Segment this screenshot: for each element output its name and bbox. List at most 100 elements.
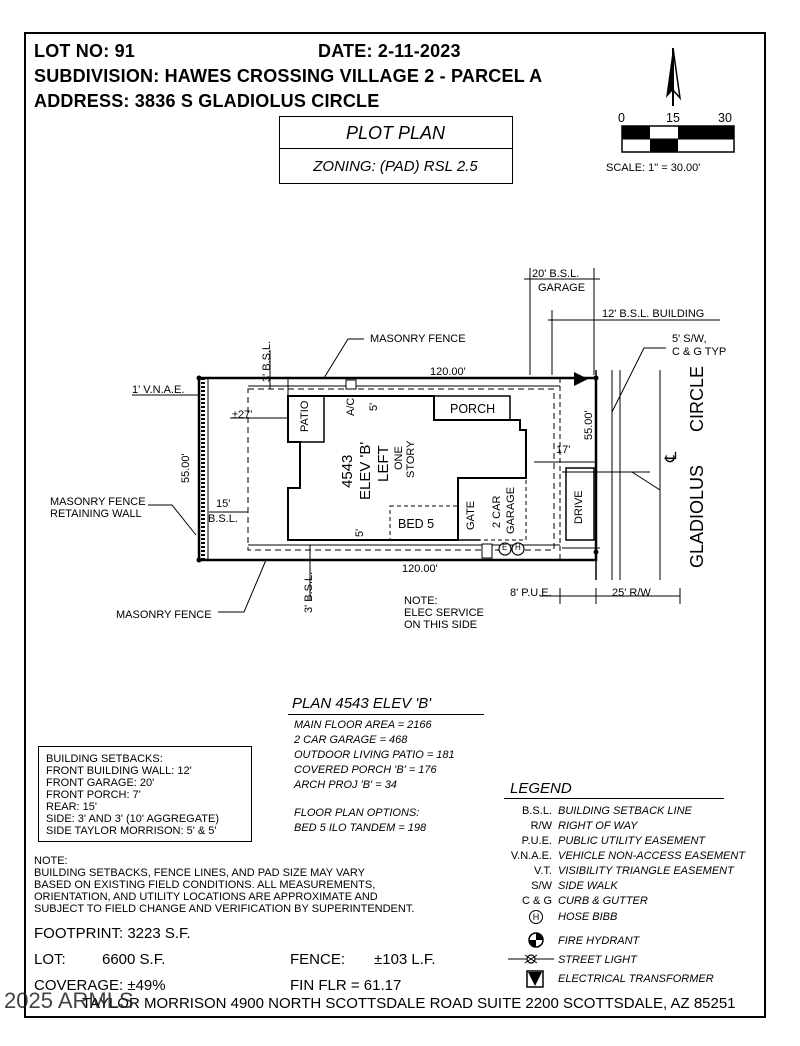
plan-info-line-2: 2 CAR GARAGE = 468 <box>294 734 408 746</box>
legend-desc-5: VISIBILITY TRIANGLE EASEMENT <box>558 865 734 877</box>
hose-bibb-symbol-icon: H <box>515 543 521 552</box>
note-elec-2: ELEC SERVICE <box>404 607 484 619</box>
scale-tick-0: 0 <box>618 111 625 125</box>
setbacks-line-2: FRONT BUILDING WALL: 12' <box>46 765 192 777</box>
left-label: LEFT <box>375 445 392 482</box>
dim-120-top: 120.00' <box>430 366 466 378</box>
setbacks-line-5: REAR: 15' <box>46 801 98 813</box>
dim-55-right: 55.00' <box>583 410 595 440</box>
legend-underline <box>504 798 724 799</box>
centerline-icon: ℄ <box>663 451 680 462</box>
floor-option-1: BED 5 ILO TANDEM = 198 <box>294 822 427 834</box>
rw25-label: 25' R/W <box>612 587 651 599</box>
bsl-3-top: 3' B.S.L. <box>261 340 273 382</box>
two-car-label: 2 CAR <box>491 495 503 528</box>
masonry-fence-bottom: MASONRY FENCE <box>116 609 212 621</box>
electrical-transformer-icon <box>526 970 544 988</box>
pue-label: 8' P.U.E. <box>510 587 552 599</box>
setbacks-box <box>38 746 252 842</box>
masonry-fence-top: MASONRY FENCE <box>370 333 466 345</box>
setbacks-line-3: FRONT GARAGE: 20' <box>46 777 155 789</box>
footprint: FOOTPRINT: 3223 S.F. <box>34 925 191 942</box>
legend-symbol-desc-1: HOSE BIBB <box>558 911 618 923</box>
legend-abbr-3: P.U.E. <box>521 835 552 847</box>
setbacks-line-1: BUILDING SETBACKS: <box>46 753 163 765</box>
lot-area-label: LOT: <box>34 951 66 968</box>
garage-label: GARAGE <box>505 486 517 534</box>
transformer-symbol <box>574 372 588 386</box>
setbacks-line-6: SIDE: 3' AND 3' (10' AGGREGATE) <box>46 813 219 825</box>
five-top: 5' <box>368 402 380 411</box>
garage-word: GARAGE <box>538 282 586 294</box>
plan-number: 4543 <box>339 454 356 488</box>
story-label: STORY <box>405 440 417 479</box>
legend-desc-2: RIGHT OF WAY <box>558 820 638 832</box>
ac-unit <box>345 379 357 390</box>
dim-120-bottom: 120.00' <box>402 563 438 575</box>
scale-bar <box>621 125 735 153</box>
legend-desc-4: VEHICLE NON-ACCESS EASEMENT <box>558 850 746 862</box>
company-address: TAYLOR MORRISON 4900 NORTH SCOTTSDALE RO… <box>82 995 736 1012</box>
seventeen-label: 17' <box>556 444 571 456</box>
bsl-left: B.S.L. <box>208 513 238 525</box>
bsl-3-bottom: 3' B.S.L. <box>303 571 315 613</box>
notes-line-4: ORIENTATION, AND UTILITY LOCATIONS ARE A… <box>34 891 378 903</box>
legend-abbr-2: R/W <box>530 820 552 832</box>
setbacks-line-7: SIDE TAYLOR MORRISON: 5' & 5' <box>46 825 217 837</box>
bsl-20: 20' B.S.L. <box>532 268 580 280</box>
notes-line-5: SUBJECT TO FIELD CHANGE AND VERIFICATION… <box>34 903 415 915</box>
north-arrow-icon <box>666 47 682 106</box>
legend-abbr-1: B.S.L. <box>522 805 552 817</box>
scale-text: SCALE: 1" = 30.00' <box>606 162 701 174</box>
street-light-icon <box>508 954 554 964</box>
bed5-label: BED 5 <box>398 517 435 531</box>
legend-desc-7: CURB & GUTTER <box>558 895 648 907</box>
fire-hydrant-icon <box>528 932 544 948</box>
address: ADDRESS: 3836 S GLADIOLUS CIRCLE <box>34 91 380 111</box>
plan-info-line-4: COVERED PORCH 'B' = 176 <box>294 764 437 776</box>
bsl-12: 12' B.S.L. BUILDING <box>602 308 705 320</box>
gate-label: GATE <box>465 500 477 530</box>
setback-line <box>247 388 555 551</box>
north-arrow-and-scale <box>621 47 735 153</box>
dim-55-left: 55.00' <box>180 453 192 483</box>
fence-value: ±103 L.F. <box>374 951 436 968</box>
legend-abbr-7: C & G <box>522 895 552 907</box>
plan-info-line-3: OUTDOOR LIVING PATIO = 181 <box>294 749 455 761</box>
plan-info-line-1: MAIN FLOOR AREA = 2166 <box>294 719 432 731</box>
lot-area-value: 6600 S.F. <box>102 951 166 968</box>
porch-outline <box>433 395 511 421</box>
plan-info-line-5: ARCH PROJ 'B' = 34 <box>294 779 397 791</box>
zoning: ZONING: (PAD) RSL 2.5 <box>313 158 478 175</box>
notes-line-3: BASED ON EXISTING FIELD CONDITIONS. ALL … <box>34 879 376 891</box>
note-elec-1: NOTE: <box>404 595 438 607</box>
one-label: ONE <box>393 446 405 470</box>
coverage: COVERAGE: ±49% <box>34 977 166 994</box>
plan-info-title: PLAN 4543 ELEV 'B' <box>292 695 432 712</box>
street-name-gladiolus: GLADIOLUS <box>687 464 707 568</box>
plot-plan-title: PLOT PLAN <box>345 123 446 143</box>
vnae-label: 1' V.N.A.E. <box>132 384 185 396</box>
scale-tick-15: 15 <box>666 111 680 125</box>
hose-bibb-icon: H <box>529 910 543 924</box>
notes-line-2: BUILDING SETBACKS, FENCE LINES, AND PAD … <box>34 867 365 879</box>
ac-label: A/C <box>345 397 357 416</box>
armls-watermark: 2025 ARMLS <box>4 988 134 1013</box>
legend-title: LEGEND <box>510 780 572 797</box>
drawing-frame <box>24 32 766 1018</box>
elec-symbol-icon: E <box>502 543 508 552</box>
legend-symbol-desc-4: ELECTRICAL TRANSFORMER <box>558 973 714 985</box>
pm27-label: ±27' <box>232 409 253 421</box>
finished-floor: FIN FLR = 61.17 <box>290 977 402 994</box>
legend-symbol-desc-2: FIRE HYDRANT <box>558 935 640 947</box>
notes-line-1: NOTE: <box>34 855 68 867</box>
legend-abbr-4: V.N.A.E. <box>510 850 552 862</box>
patio-outline <box>287 395 325 443</box>
five-bottom: 5' <box>354 528 366 537</box>
setbacks-line-4: FRONT PORCH: 7' <box>46 789 141 801</box>
legend-desc-6: SIDE WALK <box>558 880 618 892</box>
legend-abbr-5: V.T. <box>534 865 552 877</box>
elev-label: ELEV 'B' <box>357 441 374 500</box>
title-block: PLOT PLAN ZONING: (PAD) RSL 2.5 <box>279 116 513 184</box>
